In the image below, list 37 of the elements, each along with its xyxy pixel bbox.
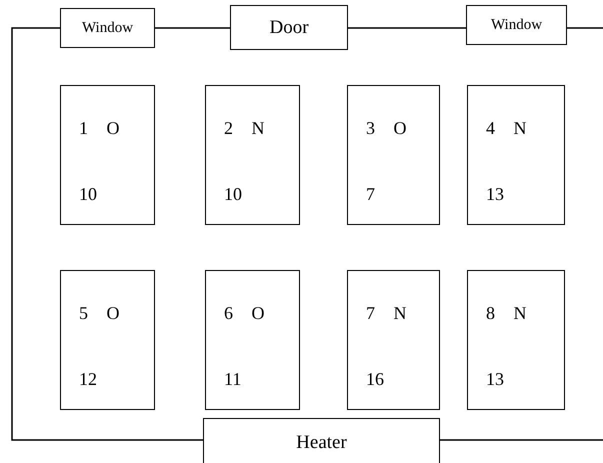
desk-box: [60, 85, 155, 225]
desk-value: 12: [79, 369, 97, 390]
desk-box: [60, 270, 155, 410]
window-box: [60, 8, 155, 48]
wall-line: [155, 27, 230, 29]
desk-value: 10: [224, 184, 242, 205]
room-fixture-label: Window: [490, 16, 542, 34]
desk-label: 1 O: [79, 118, 120, 139]
wall-line: [567, 27, 603, 29]
room-fixture-label: Heater: [296, 432, 347, 454]
desk-box: [205, 85, 300, 225]
desk-label: 8 N: [486, 303, 526, 324]
wall-line: [11, 27, 203, 441]
desk-box: [467, 270, 565, 410]
desk-box: [205, 270, 300, 410]
window-box: [466, 5, 567, 45]
desk-value: 13: [486, 369, 504, 390]
door-box: [230, 5, 348, 50]
desk-value: 7: [366, 184, 375, 205]
desk-label: 7 N: [366, 303, 406, 324]
wall-line: [440, 439, 603, 441]
desk-value: 13: [486, 184, 504, 205]
desk-value: 16: [366, 369, 384, 390]
room-fixture-label: Door: [269, 16, 309, 38]
desk-label: 3 O: [366, 118, 406, 139]
desk-label: 2 N: [224, 118, 264, 139]
desk-box: [347, 270, 440, 410]
desk-value: 10: [79, 184, 97, 205]
heater-box: [203, 418, 440, 463]
wall-line: [348, 27, 466, 29]
desk-label: 6 O: [224, 303, 264, 324]
desk-label: 5 O: [79, 303, 120, 324]
desk-box: [467, 85, 565, 225]
desk-value: 11: [224, 369, 242, 390]
desk-label: 4 N: [486, 118, 526, 139]
room-fixture-label: Window: [82, 20, 134, 36]
desk-box: [347, 85, 440, 225]
